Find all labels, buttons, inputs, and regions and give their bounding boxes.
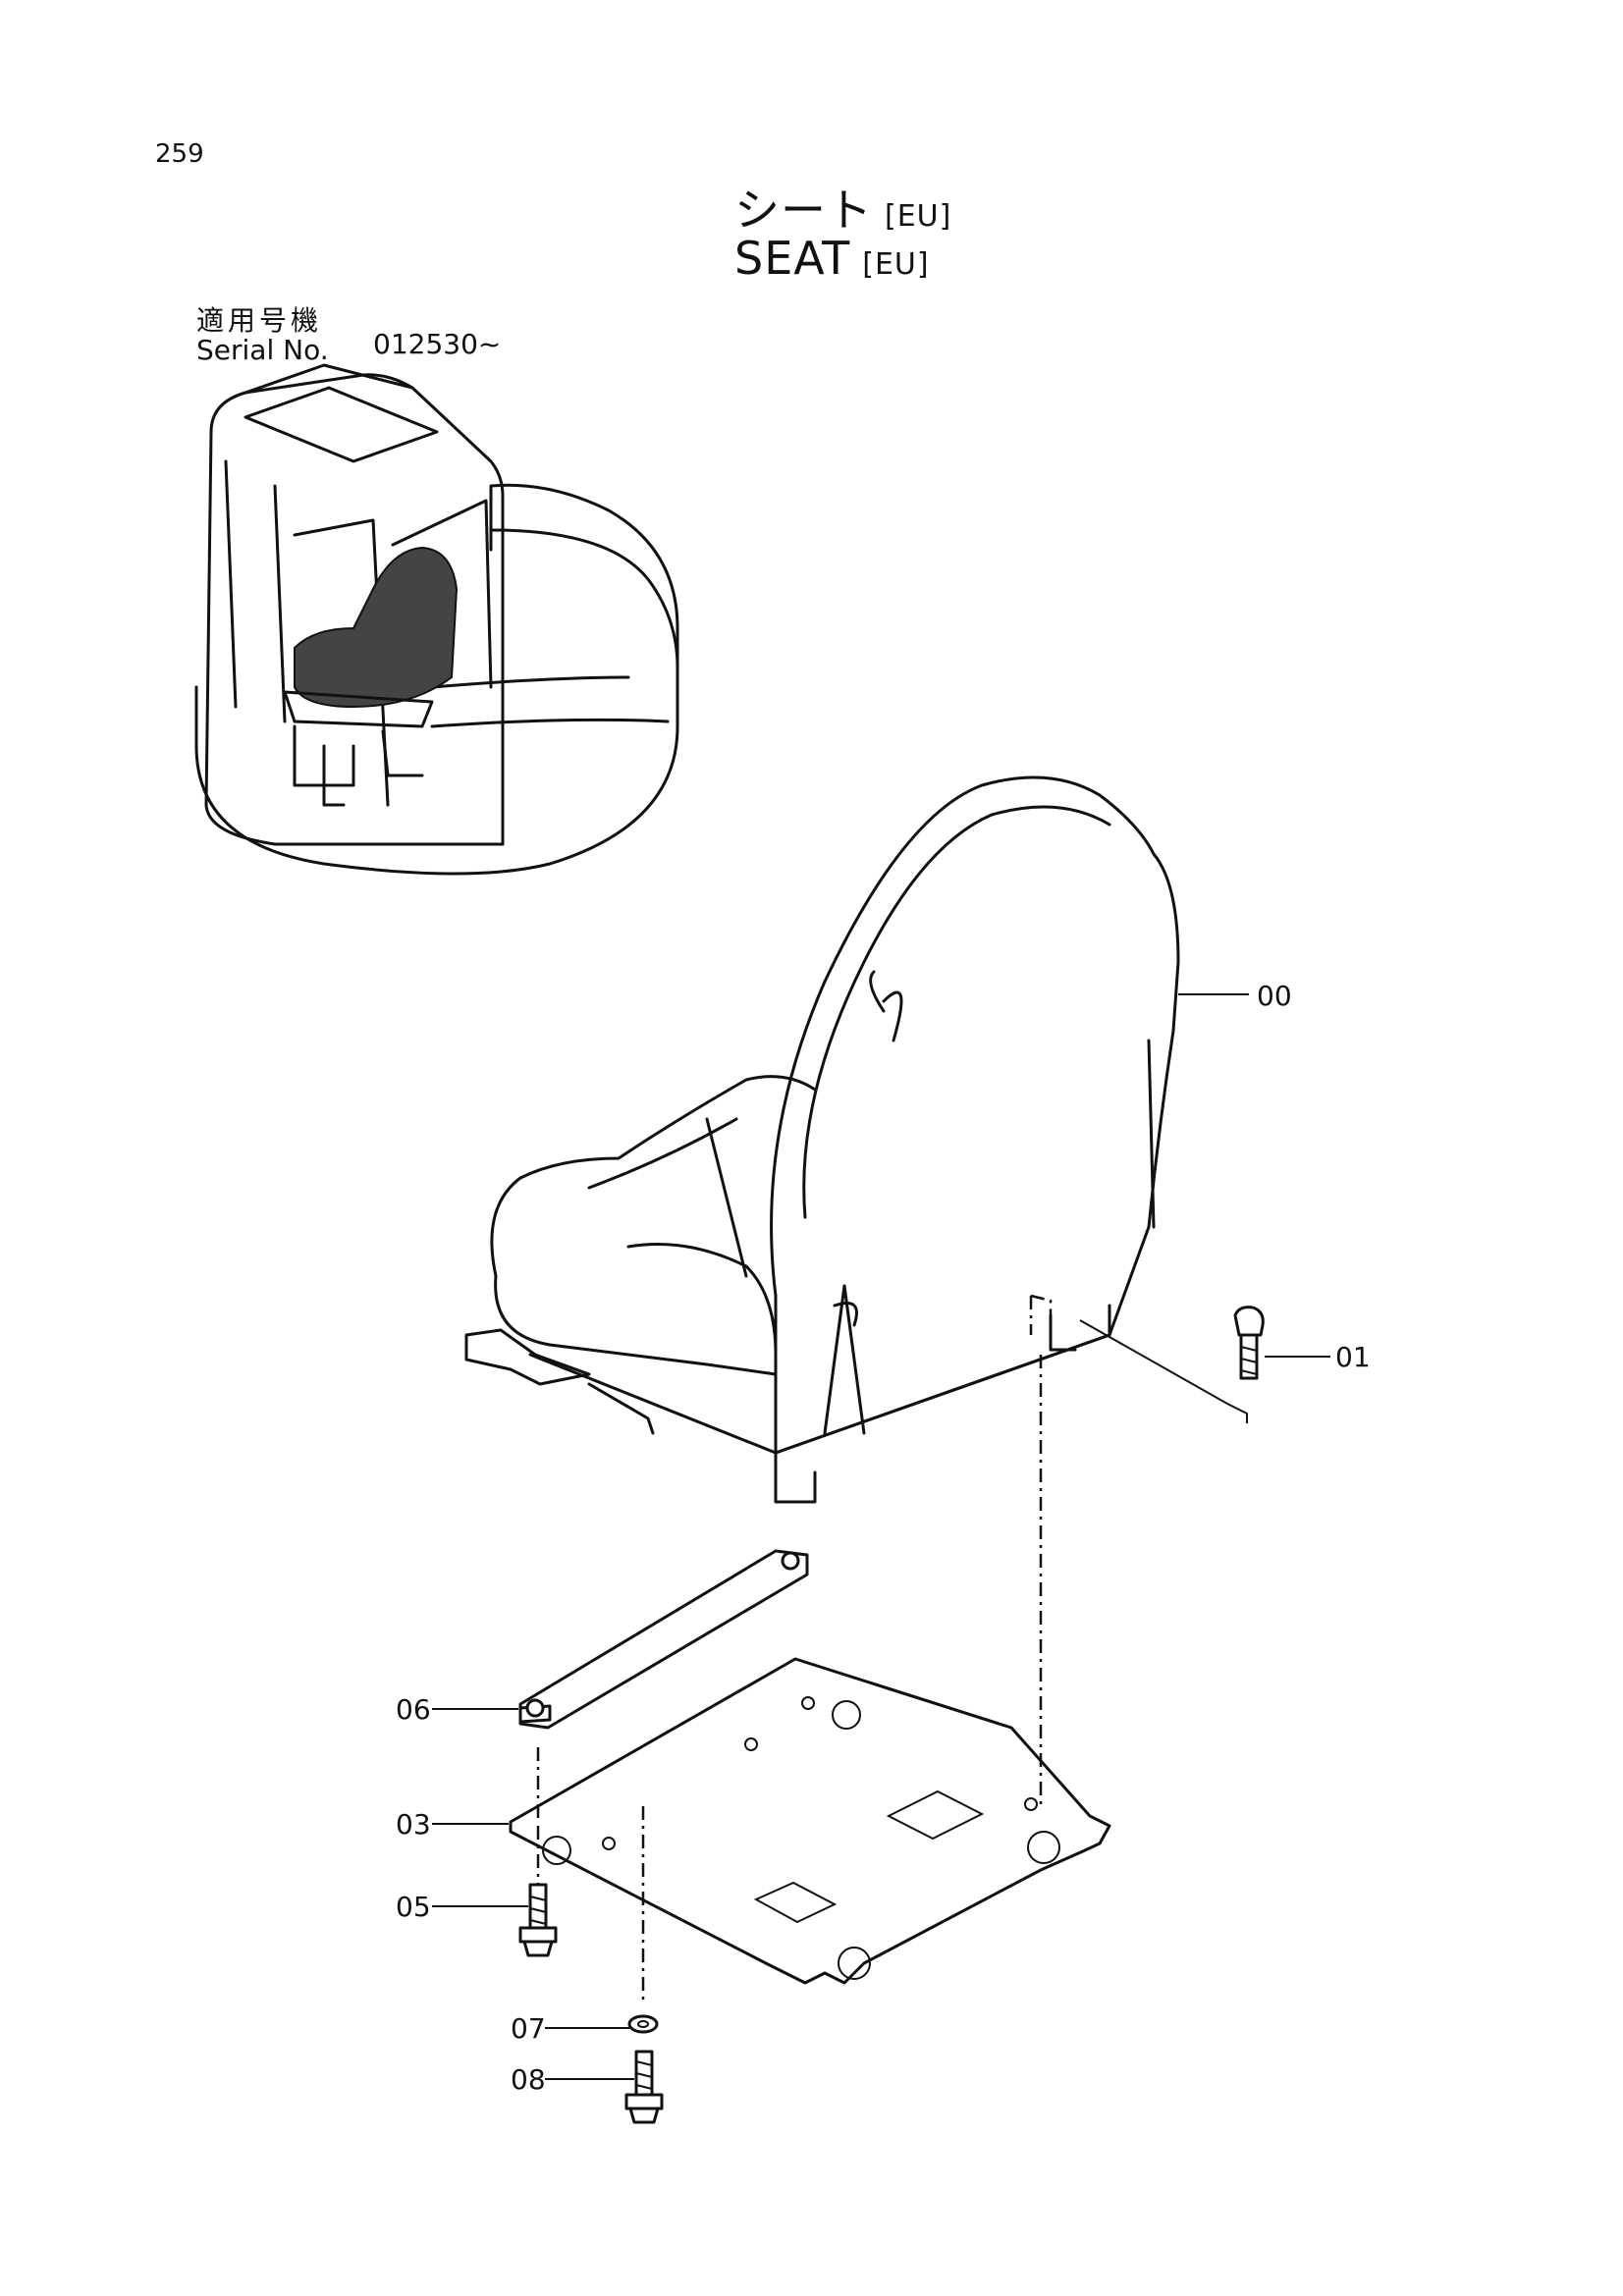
callout-08: 08 (511, 2063, 546, 2096)
serial-label-japanese: 適用号機 (196, 304, 323, 337)
callout-05: 05 (396, 1891, 431, 1923)
title-japanese: シート [EU] (734, 175, 951, 240)
title-japanese-text: シート (734, 184, 873, 237)
part-03-base-plate (509, 1355, 1111, 1985)
cab-overview-illustration (194, 363, 679, 876)
part-08-bolt (624, 2050, 664, 2124)
callout-00: 00 (1257, 980, 1292, 1012)
part-01-bolt (1079, 1306, 1265, 1423)
part-05-bolt (518, 1826, 558, 1957)
title-english-region-tag: [EU] (862, 247, 930, 282)
seat-assembly (464, 775, 1180, 1504)
callout-03: 03 (396, 1808, 431, 1841)
serial-label-english: Serial No. (196, 334, 329, 366)
part-07-washer (627, 1806, 659, 2034)
callout-07: 07 (511, 2012, 546, 2045)
leader-lines (432, 993, 1330, 2080)
serial-label: 適用号機 Serial No. (196, 306, 329, 365)
callout-01: 01 (1335, 1341, 1371, 1373)
title-japanese-region-tag: [EU] (885, 199, 952, 234)
page-number: 259 (155, 139, 204, 169)
title-english-text: SEAT (734, 232, 851, 285)
callout-06: 06 (396, 1693, 431, 1726)
serial-value: 012530~ (373, 328, 502, 360)
part-06-strap (518, 1549, 809, 1730)
title-english: SEAT [EU] (734, 232, 930, 285)
